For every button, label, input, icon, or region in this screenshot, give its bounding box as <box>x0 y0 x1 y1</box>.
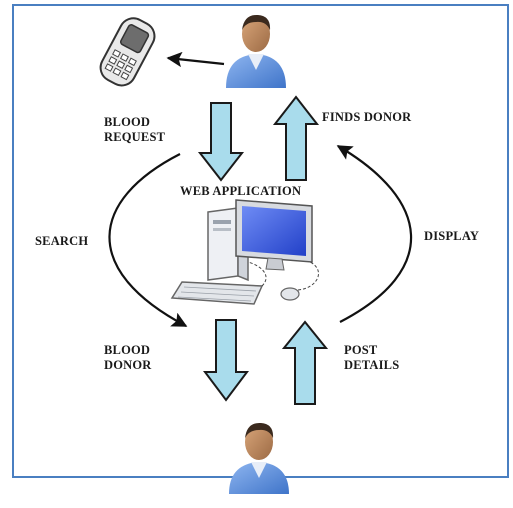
label-search: SEARCH <box>35 234 89 248</box>
label-post-details-line2: DETAILS <box>344 358 400 372</box>
label-web-application: WEB APPLICATION <box>180 184 302 198</box>
label-display: DISPLAY <box>424 229 480 243</box>
user-icon-bottom <box>229 422 289 494</box>
curved-arrow-search <box>108 153 188 327</box>
block-arrow-down-top <box>197 102 245 182</box>
block-arrow-down-bottom <box>203 319 249 402</box>
label-blood-donor-line1: BLOOD <box>104 343 151 357</box>
connector-arrow-to-phone <box>166 51 225 68</box>
mobile-phone-icon <box>99 17 156 87</box>
label-post-details-line1: POST <box>344 343 378 357</box>
label-finds-donor: FINDS DONOR <box>322 110 412 124</box>
user-icon-top <box>226 14 286 88</box>
label-blood-request-line1: BLOOD <box>104 115 151 129</box>
block-arrow-up-top <box>272 95 320 181</box>
curved-arrow-display <box>336 145 413 323</box>
desktop-computer-icon <box>170 199 319 305</box>
label-blood-donor-line2: DONOR <box>104 358 152 372</box>
label-blood-request-line2: REQUEST <box>104 130 166 144</box>
block-arrow-up-bottom <box>281 320 329 405</box>
